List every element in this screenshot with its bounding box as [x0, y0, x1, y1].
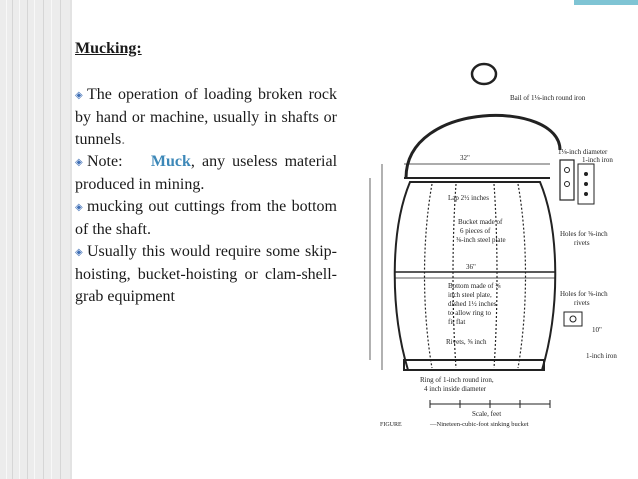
bail-eye	[470, 62, 498, 86]
label-iron-2: 1-inch iron	[586, 352, 617, 360]
scale-bar	[429, 400, 551, 408]
label-lap: Lap 2½ inches	[448, 194, 489, 202]
bail-arc	[404, 114, 562, 179]
bullet-paragraph-3: ◈mucking out cuttings from the bottom of…	[75, 198, 337, 238]
side-lug	[559, 159, 575, 201]
left-decorative-band	[0, 0, 70, 479]
highlight-term: Muck	[150, 153, 191, 170]
label-ring-1: Ring of 1-inch round iron,	[420, 376, 494, 384]
label-bottom-4: to allow ring to	[448, 309, 491, 317]
left-band-edge	[70, 0, 72, 479]
label-bottom-5: fit flat	[448, 318, 465, 326]
label-bucket-made: Bucket made of	[458, 218, 503, 226]
diamond-bullet-icon: ◈	[75, 202, 83, 213]
label-steel-plate: ⅜-inch steel plate	[456, 236, 506, 244]
label-width-mid: 36"	[466, 263, 476, 271]
diamond-bullet-icon: ◈	[75, 90, 83, 101]
label-bottom-2: inch steel plate,	[448, 291, 492, 299]
slide-heading: Mucking:	[75, 40, 142, 57]
label-bottom-3: dished 1½ inches	[448, 300, 497, 308]
label-ring-2: 4 inch inside diameter	[424, 385, 487, 393]
label-dim-10: 10"	[592, 326, 602, 334]
slide-text-body: Mucking: ◈The operation of loading broke…	[75, 38, 337, 308]
label-rivets-1: rivets	[574, 239, 590, 247]
label-scale: Scale, feet	[472, 410, 501, 418]
label-bail: Bail of 1⅛-inch round iron	[510, 94, 586, 102]
label-width-top: 32"	[460, 154, 470, 162]
label-holes-rivets-1: Holes for ⅝-inch	[560, 230, 608, 238]
diamond-bullet-icon: ◈	[75, 157, 83, 168]
accent-tab	[574, 0, 638, 5]
label-caption-prefix: FIGURE	[380, 422, 402, 428]
sinking-bucket-diagram: Bail of 1⅛-inch round iron 32" 1⅛-inch d…	[369, 62, 617, 428]
label-iron: 1-inch iron	[582, 156, 613, 164]
label-holes-rivets-2: Holes for ⅝-inch	[560, 290, 608, 298]
label-rivets-note: Rivets, ⅝ inch	[446, 338, 487, 346]
bottom-ring	[403, 359, 545, 371]
label-pieces: 6 pieces of	[460, 227, 491, 235]
bullet-paragraph-2: ◈Note: Muck, any useless material produc…	[75, 153, 338, 193]
label-bottom-1: Bottom made of ⅜	[448, 282, 501, 290]
label-rivets-2: rivets	[574, 299, 590, 307]
bullet-paragraph-4: ◈Usually this would require some skip-ho…	[75, 243, 337, 305]
label-caption: —Nineteen-cubic-foot sinking bucket	[429, 421, 529, 428]
diamond-bullet-icon: ◈	[75, 247, 83, 258]
bullet-paragraph-1: ◈The operation of loading broken rock by…	[75, 86, 337, 148]
label-diam: 1⅛-inch diameter	[558, 148, 608, 156]
